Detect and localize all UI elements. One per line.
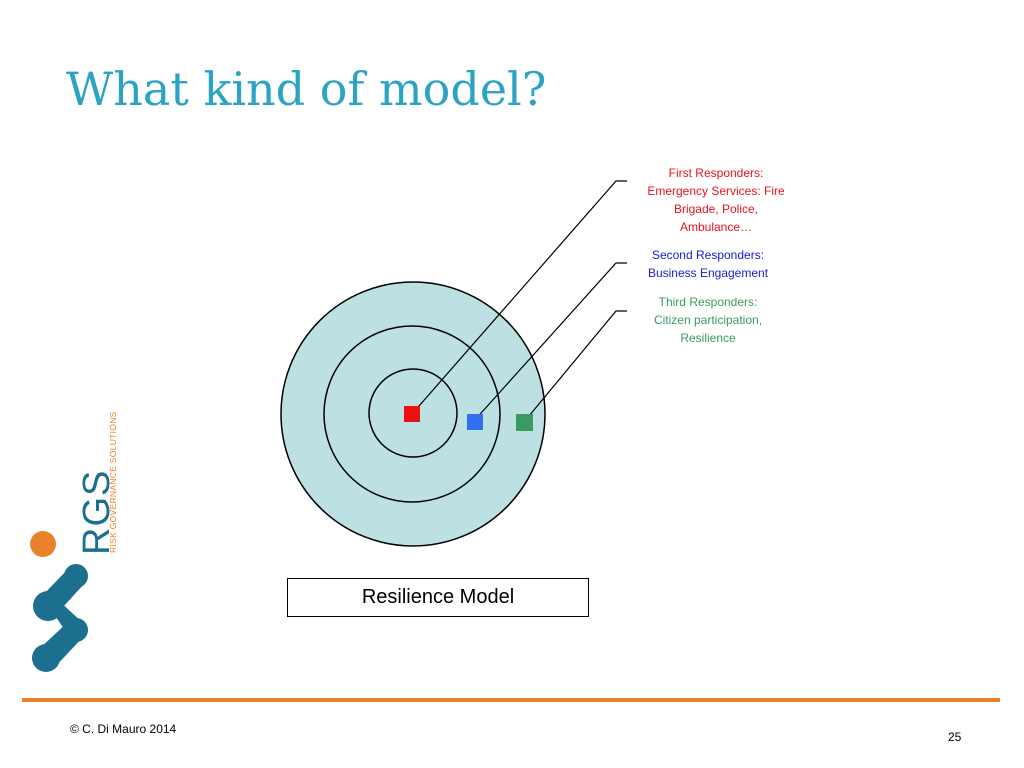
first-responders-leader (411, 180, 627, 415)
callout-line: Third Responders: (658, 295, 758, 309)
rgs-molecule-icon (30, 531, 88, 672)
second-responders-callout: Second Responders: Business Engagement (608, 246, 808, 282)
first-responders-callout: First Responders: Emergency Services: Fi… (616, 164, 816, 236)
logo-tagline: RISK GOVERNANCE SOLUTIONS (108, 411, 118, 553)
first-responders-marker (404, 406, 420, 422)
third-responders-marker (516, 414, 533, 431)
callout-line: Business Engagement (647, 266, 769, 280)
rgs-logo: RGS RISK GOVERNANCE SOLUTIONS (20, 370, 118, 680)
callout-line: Second Responders: (651, 248, 765, 262)
model-caption-box: Resilience Model (287, 578, 589, 617)
third-responders-callout: Third Responders: Citizen participation,… (608, 293, 808, 347)
callout-line: Citizen participation, (653, 313, 763, 327)
model-caption: Resilience Model (361, 586, 515, 608)
second-responders-leader (472, 262, 627, 423)
callout-line: Ambulance… (679, 220, 753, 234)
copyright-text: © C. Di Mauro 2014 (70, 722, 177, 736)
third-responders-leader (523, 310, 627, 423)
page-number: 25 (948, 730, 962, 744)
second-responders-marker (467, 414, 483, 430)
callout-line: Brigade, Police, (673, 202, 759, 216)
slide-title: What kind of model? (66, 62, 547, 116)
callout-line: First Responders: (668, 166, 764, 180)
middle-ring (323, 325, 501, 503)
callout-line: Resilience (680, 331, 736, 345)
inner-ring (368, 368, 458, 458)
footer-rule (22, 698, 1000, 702)
callout-line: Emergency Services: Fire (647, 184, 785, 198)
